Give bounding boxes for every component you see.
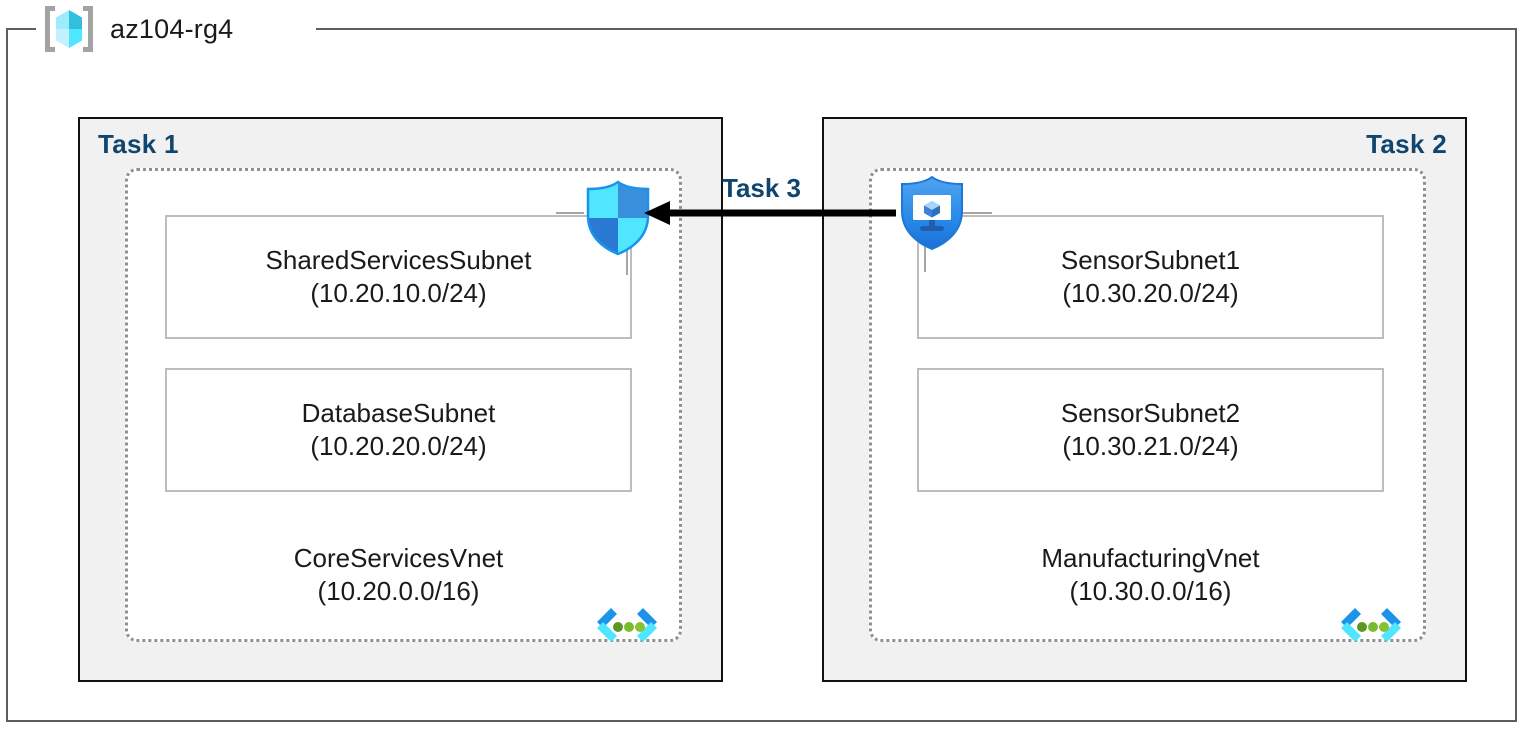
resource-group-name: az104-rg4 xyxy=(110,13,234,44)
subnet-cidr: (10.30.21.0/24) xyxy=(1062,431,1239,461)
connector-stub-bastion-right xyxy=(962,212,992,214)
resource-group-header: az104-rg4 xyxy=(40,2,244,56)
subnet-databasesubnet: DatabaseSubnet (10.20.20.0/24) xyxy=(165,368,632,492)
subnet-name: SharedServicesSubnet xyxy=(265,244,532,275)
network-security-shield-icon xyxy=(586,180,650,256)
peering-arrow-left-icon xyxy=(644,201,896,225)
connector-stub-bastion-down xyxy=(924,244,926,272)
subnet-name: DatabaseSubnet xyxy=(301,397,496,428)
virtual-network-icon xyxy=(597,608,657,642)
vnet-manufacturing-caption: ManufacturingVnet (10.30.0.0/16) xyxy=(917,542,1384,609)
subnet-cidr: (10.20.20.0/24) xyxy=(310,431,487,461)
subnet-cidr: (10.20.10.0/24) xyxy=(310,278,487,308)
resource-group-border-top-right xyxy=(316,28,1517,30)
vnet-cidr: (10.30.0.0/16) xyxy=(1069,576,1232,607)
task-1-label: Task 1 xyxy=(98,129,179,159)
resource-group-border-top-left xyxy=(6,28,36,30)
azure-bastion-icon xyxy=(901,175,963,251)
subnet-name: SensorSubnet2 xyxy=(1060,397,1241,428)
subnet-name: SensorSubnet1 xyxy=(1060,244,1241,275)
vnet-core-services-caption: CoreServicesVnet (10.20.0.0/16) xyxy=(165,542,632,609)
azure-resource-group-icon xyxy=(45,6,93,52)
vnet-cidr: (10.20.0.0/16) xyxy=(317,576,480,607)
vnet-name: ManufacturingVnet xyxy=(1041,543,1260,573)
connector-stub-firewall-left xyxy=(556,212,584,214)
task-2-label: Task 2 xyxy=(1366,129,1447,159)
subnet-sensorsubnet2: SensorSubnet2 (10.30.21.0/24) xyxy=(917,368,1384,492)
subnet-sensorsubnet1: SensorSubnet1 (10.30.20.0/24) xyxy=(917,215,1384,339)
virtual-network-icon xyxy=(1341,608,1401,642)
subnet-cidr: (10.30.20.0/24) xyxy=(1062,278,1239,308)
vnet-name: CoreServicesVnet xyxy=(293,543,504,573)
task-3-label: Task 3 xyxy=(722,173,802,203)
subnet-sharedservicessubnet: SharedServicesSubnet (10.20.10.0/24) xyxy=(165,215,632,339)
connector-stub-firewall-down xyxy=(626,249,628,275)
